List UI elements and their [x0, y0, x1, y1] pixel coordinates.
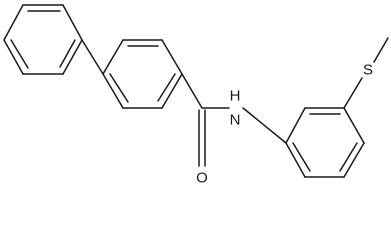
central-benzene-ring [102, 39, 183, 109]
bond [3, 39, 24, 75]
sulfur-atom-label: S [363, 62, 373, 79]
bond [285, 107, 306, 144]
terminal-phenyl-ring [3, 4, 83, 75]
bond [62, 39, 83, 75]
bond [102, 39, 124, 75]
bond [343, 107, 365, 144]
nitrogen-atom-label: N [230, 112, 241, 129]
bond [3, 4, 24, 41]
double-bond-inner [292, 142, 311, 172]
biaryl-bond [81, 39, 104, 75]
chemical-structure: O N H S [3, 4, 389, 187]
hydrogen-atom-label: H [230, 88, 241, 105]
ring-to-carbonyl-bond [181, 73, 203, 109]
bond [161, 73, 183, 109]
bond [285, 142, 306, 178]
bond [102, 73, 124, 109]
carbonyl-group [198, 109, 206, 167]
thioanisyl-ring [285, 107, 365, 178]
nitrogen-to-ring-bond [242, 107, 287, 144]
double-bond-inner [157, 73, 176, 102]
double-bond-inner [109, 73, 129, 103]
oxygen-atom-label: O [196, 170, 208, 187]
double-bond-inner [10, 39, 29, 69]
sulfur-to-methyl-bond [373, 37, 389, 63]
bond [161, 39, 183, 75]
double-bond-inner [339, 142, 358, 172]
bond [343, 142, 365, 178]
double-bond-inner [59, 39, 76, 68]
bond [62, 4, 83, 41]
ring-to-sulfur-bond [343, 77, 363, 109]
